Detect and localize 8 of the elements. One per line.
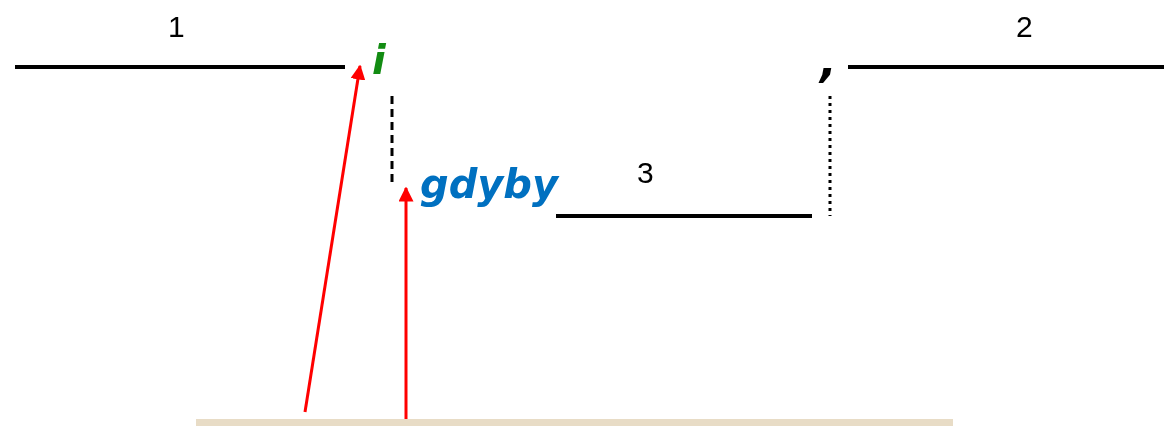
punctuation-mark: , bbox=[820, 40, 837, 84]
arrow bbox=[303, 64, 366, 413]
line-number: 2 bbox=[1016, 12, 1033, 42]
line-number: 3 bbox=[637, 158, 654, 188]
line-number: 1 bbox=[168, 12, 185, 42]
word: i bbox=[372, 40, 386, 80]
arrow bbox=[398, 186, 414, 419]
base-bar bbox=[196, 419, 953, 426]
